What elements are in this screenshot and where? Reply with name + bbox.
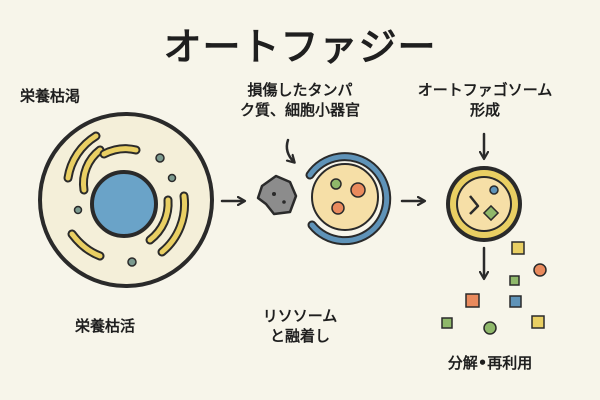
label-damaged-proteins: 損傷したタンパ ク質、細胞小器官	[220, 80, 380, 120]
debris-spot	[272, 192, 276, 196]
label-starvation-bottom: 栄養枯活	[75, 317, 136, 335]
label-autophagosome-line1: オートファゴソーム	[417, 81, 553, 99]
diagram-title: オートファジー	[163, 25, 437, 69]
arrow-icon	[285, 138, 294, 162]
phagophore-icon	[305, 152, 392, 246]
label-autophagosome: オートファゴソーム 形成	[395, 80, 575, 120]
autophagosome-icon	[446, 166, 522, 242]
label-damaged-line2: ク質、細胞小器官	[239, 101, 360, 119]
label-damaged-line1: 損傷したタンパ	[247, 81, 353, 99]
debris-icon	[256, 174, 298, 216]
label-lysosome-fusion: リソソーム と融着し	[230, 306, 370, 346]
label-lysosome-line1: リソソーム	[262, 307, 338, 325]
fragment-icon	[441, 241, 547, 335]
label-degradation: 分解•再利用	[447, 354, 533, 372]
nucleus-icon	[90, 170, 158, 238]
label-autophagosome-line2: 形成	[469, 101, 500, 119]
label-lysosome-line2: と融着し	[269, 327, 330, 345]
label-starvation-top: 栄養枯渇	[20, 87, 81, 105]
debris-spot	[282, 200, 286, 204]
